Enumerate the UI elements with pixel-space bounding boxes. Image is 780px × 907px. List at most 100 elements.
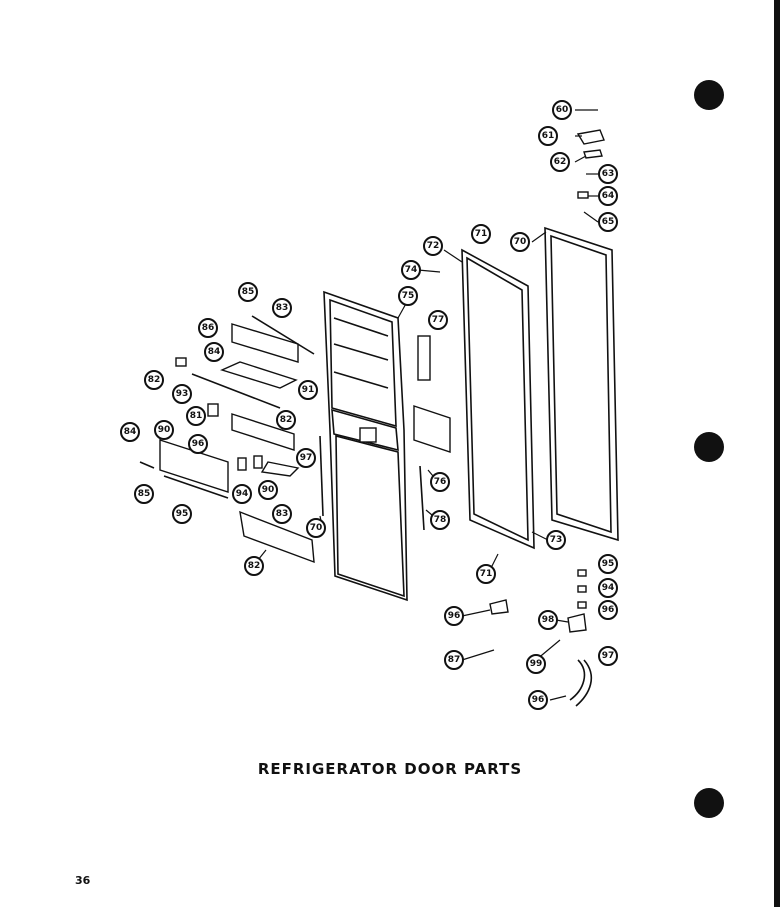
callout-number: 83 <box>276 509 289 519</box>
callout-labels: 6061626364657072717475777678717385838684… <box>120 100 618 710</box>
callout-number: 97 <box>300 453 313 463</box>
callout-number: 65 <box>602 217 615 227</box>
binder-hole-middle <box>694 432 724 462</box>
callout-number: 78 <box>434 515 447 525</box>
callout-70: 70 <box>306 518 326 538</box>
callout-number: 70 <box>310 523 323 533</box>
callout-number: 84 <box>124 427 137 437</box>
callout-number: 94 <box>602 583 615 593</box>
callout-97: 97 <box>296 448 316 468</box>
callout-number: 82 <box>280 415 293 425</box>
callout-95: 95 <box>172 504 192 524</box>
callout-77: 77 <box>428 310 448 330</box>
binder-hole-top <box>694 80 724 110</box>
part-88-strip <box>319 435 324 517</box>
callout-number: 98 <box>542 615 555 625</box>
door-liner-panel <box>461 248 535 550</box>
callout-number: 85 <box>242 287 255 297</box>
callout-number: 70 <box>514 237 527 247</box>
callout-number: 95 <box>176 509 189 519</box>
callout-60: 60 <box>552 100 572 120</box>
callout-number: 85 <box>138 489 151 499</box>
callout-85: 85 <box>134 484 154 504</box>
callout-84: 84 <box>204 342 224 362</box>
callout-64: 64 <box>598 186 618 206</box>
callout-number: 95 <box>602 559 615 569</box>
callout-97: 97 <box>598 646 618 666</box>
callout-93: 93 <box>172 384 192 404</box>
callout-number: 84 <box>208 347 221 357</box>
part-76 <box>413 405 451 453</box>
callout-number: 71 <box>480 569 493 579</box>
callout-96: 96 <box>444 606 464 626</box>
callout-78: 78 <box>430 510 450 530</box>
callout-83: 83 <box>272 298 292 318</box>
callout-91: 91 <box>298 380 318 400</box>
callout-62: 62 <box>550 152 570 172</box>
callout-number: 97 <box>602 651 615 661</box>
callout-71: 71 <box>471 224 491 244</box>
callout-95: 95 <box>598 554 618 574</box>
callout-number: 82 <box>248 561 261 571</box>
callout-99: 99 <box>526 654 546 674</box>
callout-63: 63 <box>598 164 618 184</box>
callout-94: 94 <box>232 484 252 504</box>
callout-number: 96 <box>532 695 545 705</box>
callout-number: 93 <box>176 389 189 399</box>
binder-hole-bottom <box>694 788 724 818</box>
callout-74: 74 <box>401 260 421 280</box>
callout-number: 77 <box>432 315 445 325</box>
part-77 <box>417 335 431 381</box>
callout-number: 71 <box>475 229 488 239</box>
callout-94: 94 <box>598 578 618 598</box>
callout-number: 96 <box>448 611 461 621</box>
callout-83: 83 <box>272 504 292 524</box>
callout-number: 91 <box>302 385 315 395</box>
callout-73: 73 <box>546 530 566 550</box>
part-78 <box>419 465 425 531</box>
callout-number: 86 <box>202 323 215 333</box>
callout-number: 83 <box>276 303 289 313</box>
page-right-edge <box>774 0 780 907</box>
callout-number: 90 <box>158 425 171 435</box>
callout-number: 74 <box>405 265 418 275</box>
callout-number: 82 <box>148 375 161 385</box>
diagram-title: REFRIGERATOR DOOR PARTS <box>257 760 523 778</box>
callout-90: 90 <box>258 480 278 500</box>
callout-85: 85 <box>238 282 258 302</box>
callout-number: 94 <box>236 489 249 499</box>
callout-96: 96 <box>528 690 548 710</box>
callout-number: 99 <box>530 659 543 669</box>
callout-number: 75 <box>402 291 415 301</box>
callout-87: 87 <box>444 650 464 670</box>
callout-75: 75 <box>398 286 418 306</box>
door-panel <box>323 290 408 602</box>
callout-96: 96 <box>188 434 208 454</box>
callout-82: 82 <box>144 370 164 390</box>
callout-90: 90 <box>154 420 174 440</box>
callout-84: 84 <box>120 422 140 442</box>
callout-number: 87 <box>448 655 461 665</box>
callout-number: 96 <box>192 439 205 449</box>
hinge-hardware <box>489 129 605 707</box>
callout-number: 63 <box>602 169 615 179</box>
callout-number: 64 <box>602 191 615 201</box>
callout-number: 62 <box>554 157 567 167</box>
callout-96: 96 <box>598 600 618 620</box>
callout-98: 98 <box>538 610 558 630</box>
callout-number: 81 <box>190 411 203 421</box>
callout-61: 61 <box>538 126 558 146</box>
callout-82: 82 <box>276 410 296 430</box>
callout-number: 76 <box>434 477 447 487</box>
callout-number: 90 <box>262 485 275 495</box>
page-number: 36 <box>75 874 91 887</box>
callout-number: 96 <box>602 605 615 615</box>
callout-76: 76 <box>430 472 450 492</box>
callout-81: 81 <box>186 406 206 426</box>
callout-number: 61 <box>542 131 555 141</box>
callout-number: 60 <box>556 105 569 115</box>
door-gasket <box>544 226 619 542</box>
callout-71: 71 <box>476 564 496 584</box>
callout-82: 82 <box>244 556 264 576</box>
